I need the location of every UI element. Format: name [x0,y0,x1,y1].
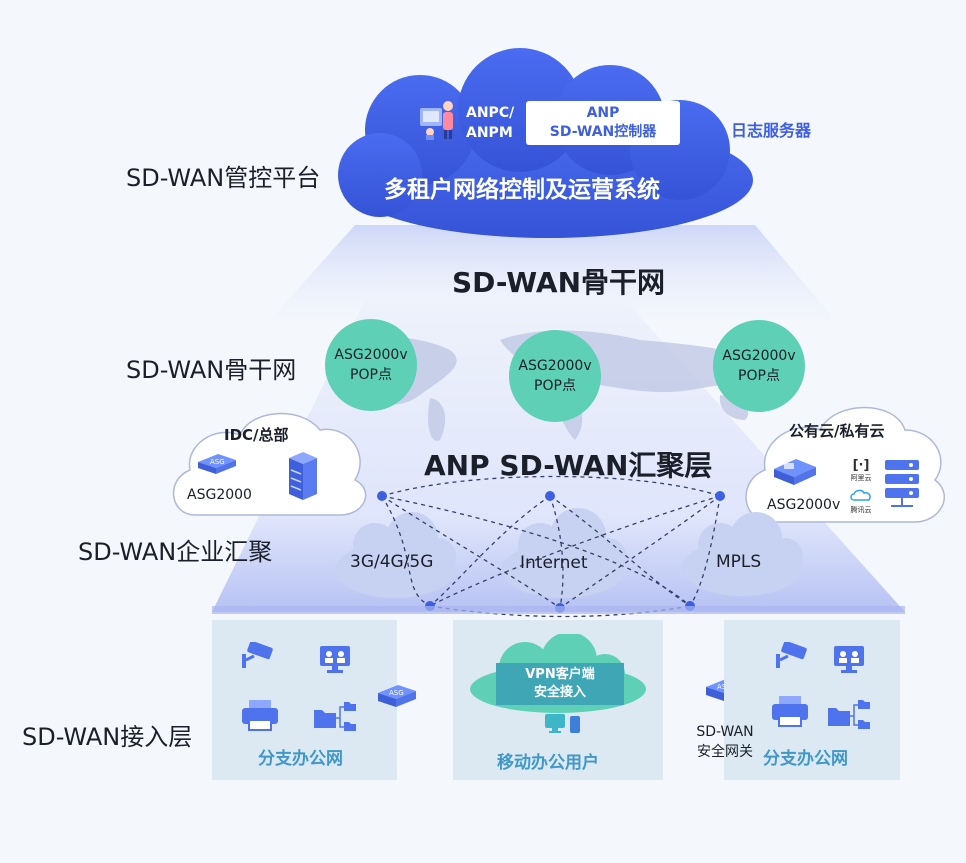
gateway-line2: 安全网关 [697,744,753,760]
controller-line1: ANP [586,105,620,121]
mobile-title: 移动办公用户 [497,753,599,773]
beam [270,225,835,320]
branch-left-panel: 分支办公网 [212,620,397,780]
system-label: 多租户网络控制及运营系统 [384,177,660,203]
folder-tree-icon [314,702,356,731]
branch-right-title: 分支办公网 [763,749,848,769]
branch-left-title: 分支办公网 [258,749,343,769]
security-gateway-label: SD-WAN 安全网关 [690,722,760,762]
pop-right: ASG2000v POP点 [713,346,805,386]
layer-label-aggregation: SD-WAN企业汇聚 [78,538,273,566]
cctv-camera-icon [776,642,807,668]
pyramid-base [212,606,905,614]
idc-title: IDC/总部 [224,426,289,444]
pop-center: ASG2000v POP点 [509,356,601,396]
pop-circles [325,319,805,422]
layer-label-access: SD-WAN接入层 [22,723,193,751]
layer-label-management: SD-WAN管控平台 [126,164,321,192]
pop-center-label: POP点 [534,378,576,394]
pop-right-model: ASG2000v [722,348,796,364]
anpc-anpm-label: ANPC/ ANPM [466,105,515,141]
asg-device-icon [774,459,816,485]
vpn-box: VPN客户端 安全接入 [496,663,624,705]
folder-tree-icon [828,700,870,729]
aggregation-title: ANP SD-WAN汇聚层 [424,449,713,482]
cloud-dc-device-label: ASG2000v [767,497,841,513]
asg-device-icon: ASG [378,685,416,707]
cloud-cellular [335,512,456,598]
cctv-camera-icon [242,642,273,668]
idc-device-label: ASG2000 [187,487,252,503]
asg-badge-left: ASG [389,689,404,697]
printer-icon [772,696,808,727]
log-server-label: 日志服务器 [731,121,812,140]
cloud-dc-title: 公有云/私有云 [789,422,885,440]
controller-line2: SD-WAN控制器 [549,124,657,140]
monitor-phone-icon [545,714,580,733]
video-conference-icon [834,646,864,673]
aliyun-logo: [·] 阿里云 [843,458,879,483]
tencent-cloud-icon [850,489,871,501]
branch-right-panel: 分支办公网 [724,620,900,780]
aliyun-logo-text: 阿里云 [850,474,872,482]
cloud-mpls [682,512,803,596]
server-rack-icon [885,460,919,507]
network-clouds [335,508,803,598]
vpn-line1: VPN客户端 [525,667,595,682]
idc-cloud [173,412,367,516]
pop-center-model: ASG2000v [518,358,592,374]
pop-left-model: ASG2000v [334,347,408,363]
mobile-panel: VPN客户端 安全接入 移动办公用户 [453,620,663,780]
network-internet: Internet [520,553,588,573]
tencent-cloud-text: 腾讯云 [850,506,872,514]
asg-device-icon: ASG [198,454,236,474]
pop-left-label: POP点 [350,367,392,383]
asg-badge-idc: ASG [210,458,225,466]
gateway-line1: SD-WAN [696,724,754,740]
backbone-title: SD-WAN骨干网 [452,266,666,299]
network-mpls: MPLS [716,552,762,572]
pop-left: ASG2000v POP点 [325,345,417,385]
tencent-cloud-logo: 腾讯云 [843,486,879,515]
vpn-line2: 安全接入 [533,685,586,700]
people-at-screen-icon [420,101,453,140]
controller-box: ANP SD-WAN控制器 [526,101,680,145]
layer-label-backbone: SD-WAN骨干网 [126,356,297,384]
network-cellular: 3G/4G/5G [350,552,434,572]
video-conference-icon [320,646,350,673]
pop-right-label: POP点 [738,368,780,384]
printer-icon [242,700,278,731]
server-tower-icon [289,452,317,500]
